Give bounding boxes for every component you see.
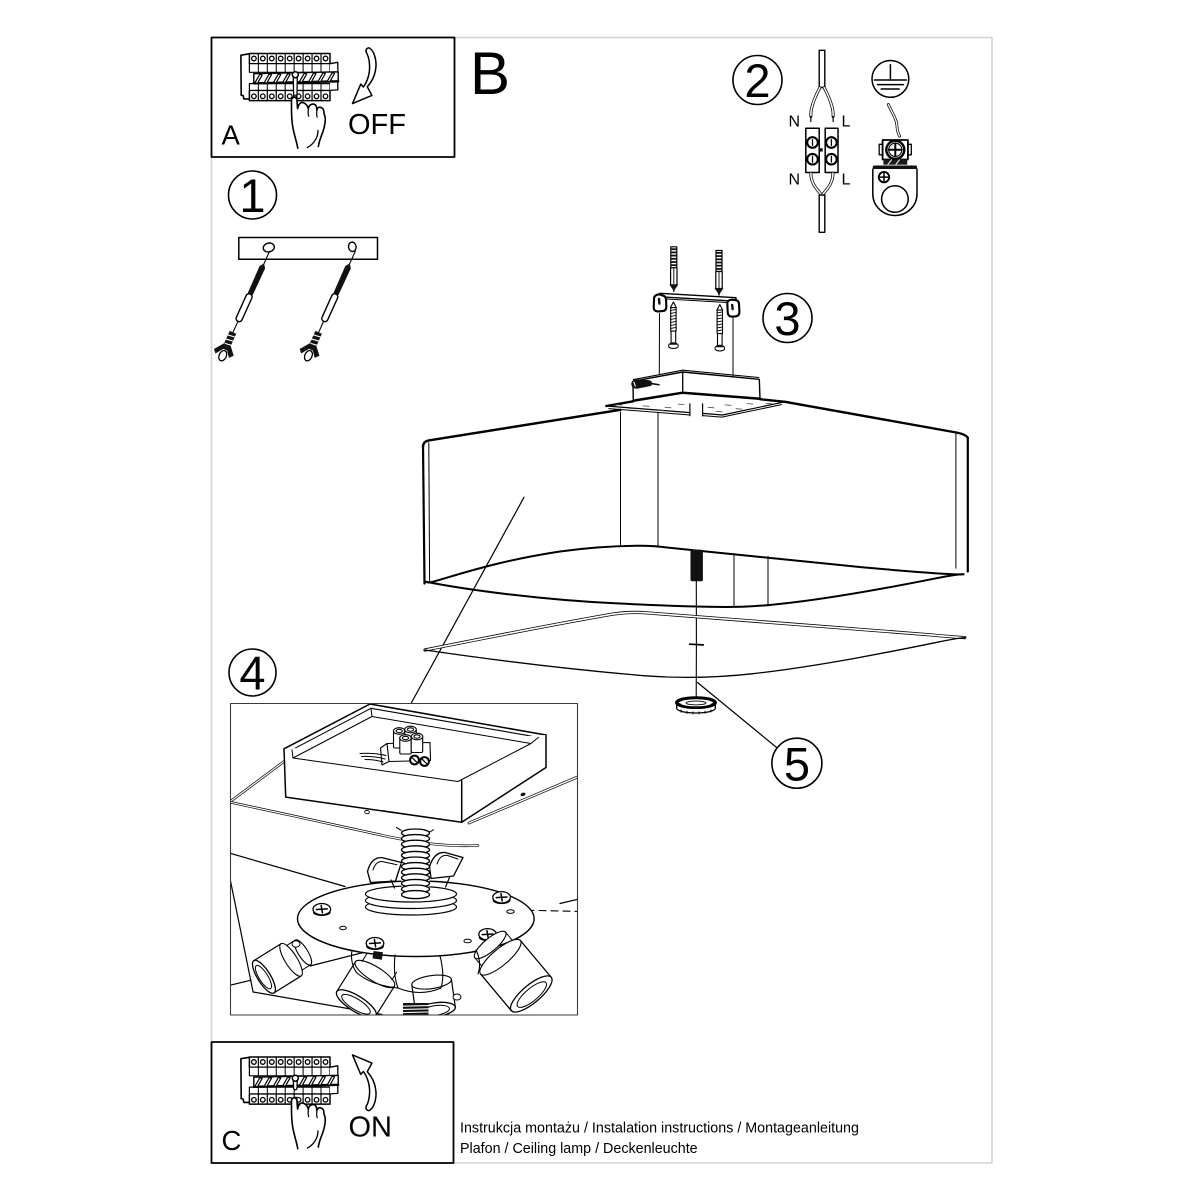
svg-text:C: C: [222, 1125, 242, 1156]
svg-text:Instrukcja montażu / Instalati: Instrukcja montażu / Instalation instruc…: [460, 1120, 859, 1136]
svg-text:2: 2: [744, 54, 770, 107]
svg-text:L: L: [842, 172, 851, 189]
svg-text:N: N: [789, 114, 801, 131]
svg-text:OFF: OFF: [348, 109, 406, 141]
svg-text:1: 1: [239, 169, 265, 222]
svg-text:N: N: [789, 172, 801, 189]
svg-text:L: L: [842, 114, 851, 131]
svg-text:3: 3: [774, 292, 800, 345]
svg-text:ON: ON: [349, 1111, 393, 1143]
svg-text:4: 4: [239, 647, 265, 700]
svg-text:A: A: [222, 119, 241, 150]
svg-text:Plafon / Ceiling lamp / Decken: Plafon / Ceiling lamp / Deckenleuchte: [460, 1141, 698, 1157]
svg-text:B: B: [470, 40, 510, 107]
svg-text:5: 5: [784, 738, 810, 791]
